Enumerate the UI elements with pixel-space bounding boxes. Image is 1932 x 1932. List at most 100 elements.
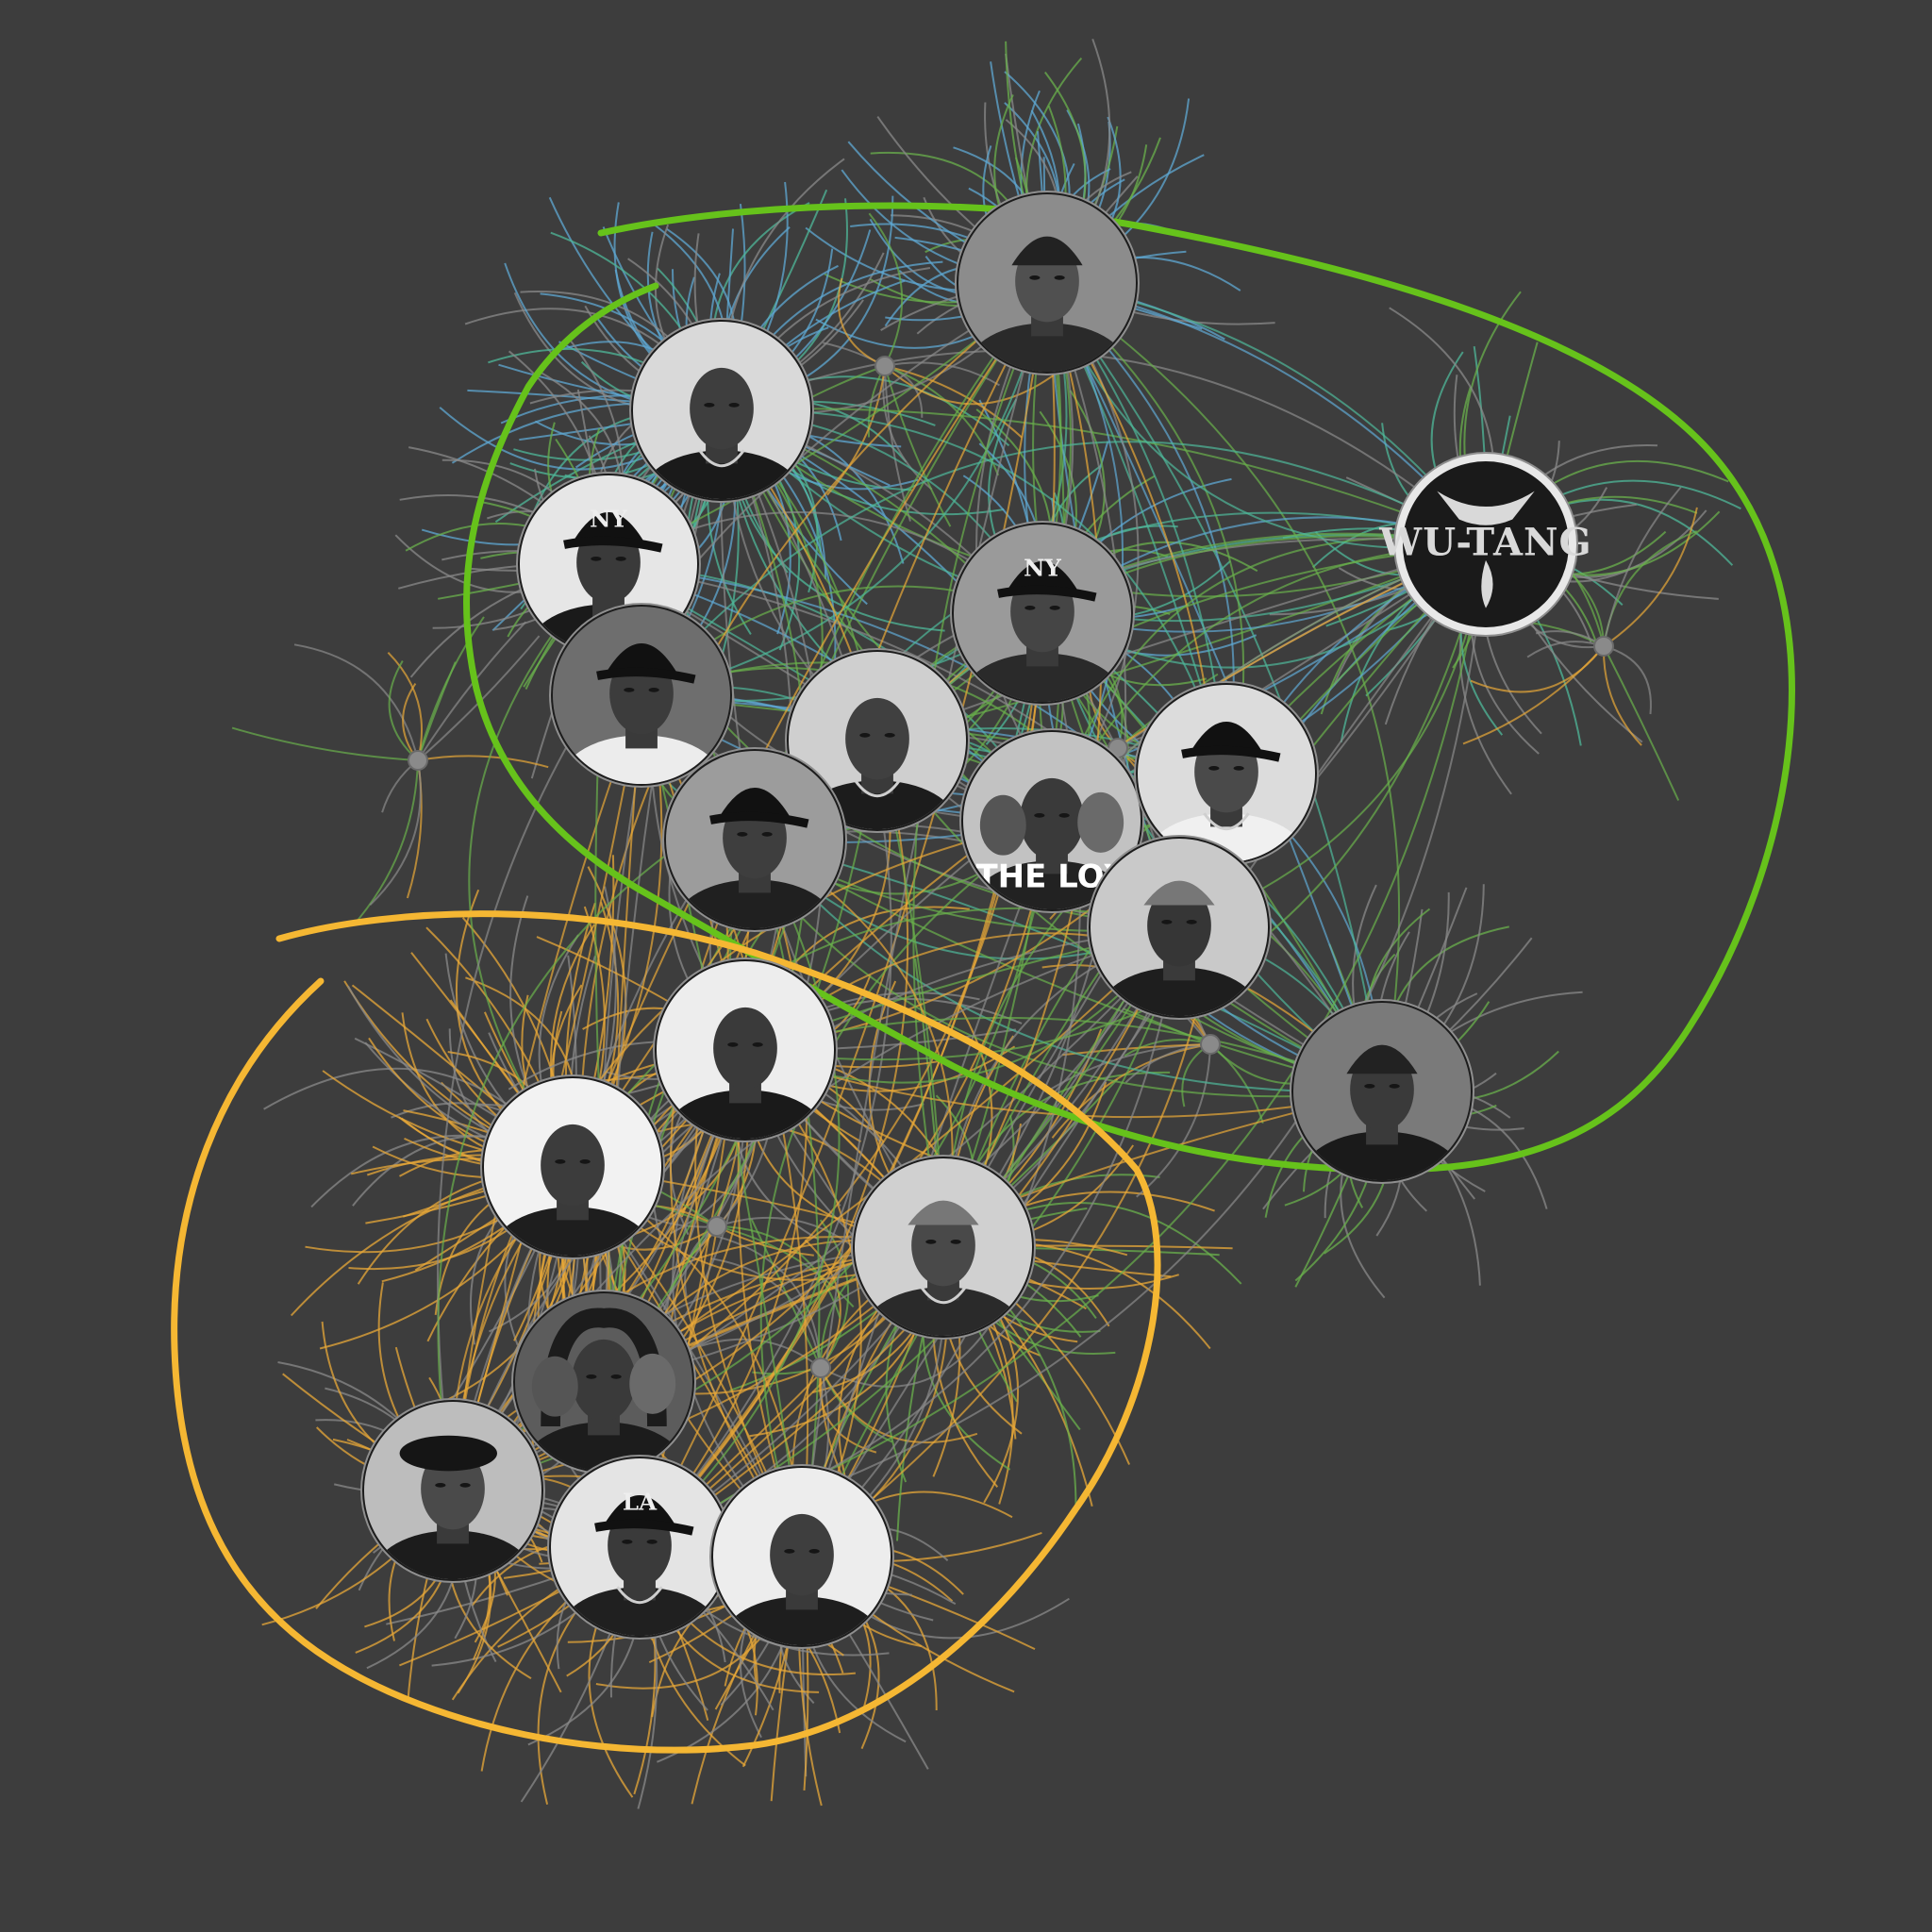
artist-node-redman[interactable] [1290, 999, 1474, 1220]
edge-hub [369, 759, 422, 907]
edge-hub [1603, 645, 1680, 801]
wu-logo-icon [1437, 491, 1535, 525]
portrait-photo [855, 1158, 1032, 1336]
portrait-photo: LA [551, 1458, 728, 1636]
west-coast-cluster-outline [171, 910, 1161, 1754]
hub-node [707, 1216, 727, 1237]
artist-node-jadakiss[interactable] [549, 603, 734, 824]
artist-node-kurupt[interactable] [360, 1398, 545, 1619]
portrait-photo [484, 1078, 661, 1256]
portrait-photo [657, 961, 834, 1139]
edge-link [603, 694, 642, 1383]
edge-link [744, 932, 1383, 1092]
edge-link [468, 563, 609, 1168]
edge-link [603, 409, 825, 1383]
edge-hub [388, 659, 419, 761]
edge-link [639, 282, 1127, 1548]
edge-link [639, 409, 892, 1548]
logo-disc [1403, 461, 1569, 627]
edge-hub [1061, 1043, 1211, 1057]
edge-link [1046, 282, 1401, 1092]
edge-hub [820, 1325, 991, 1388]
edge-hub [884, 365, 1057, 406]
edge-hub [1051, 1043, 1211, 1139]
artist-node-kanye[interactable] [629, 318, 814, 539]
edge-link [754, 839, 1383, 1092]
portrait-photo [364, 1402, 541, 1579]
hub-node [810, 1357, 831, 1378]
edge-link [639, 839, 841, 1548]
edge-hub [1603, 486, 1682, 647]
wu-tang-logo-text: WU-TANG [1378, 520, 1591, 564]
artist-node-nas[interactable]: NY [950, 521, 1135, 741]
edge-hub [1470, 645, 1605, 693]
edge-hub [868, 212, 904, 367]
cap-logo: NY [1024, 555, 1061, 582]
edge-hub [838, 277, 886, 367]
artist-node-la[interactable]: LA [547, 1455, 732, 1675]
edge-link [721, 408, 1487, 545]
west-coast-outline-gap [217, 984, 321, 1151]
edge-link [639, 409, 909, 1548]
wu-logo-tail [1481, 559, 1493, 608]
artist-node-biggie[interactable] [1087, 835, 1272, 1056]
hub-node [1593, 636, 1614, 657]
artist-node-common[interactable] [955, 191, 1140, 411]
edge-hub [417, 755, 549, 769]
edge-hub [1603, 507, 1698, 647]
edge-link [641, 282, 1048, 696]
edge-hub [1603, 530, 1698, 647]
artist-node-tupac[interactable] [851, 1155, 1036, 1375]
edge-link [639, 839, 808, 1548]
portrait-photo [666, 751, 843, 928]
edge-hub [818, 1367, 877, 1454]
edge-hub [1209, 1043, 1264, 1124]
edge-link [721, 408, 1227, 774]
edge-link [641, 441, 1487, 696]
edge-link [759, 820, 1053, 1557]
cap-logo: LA [623, 1489, 658, 1516]
edge-hub [884, 365, 1000, 476]
edge-link [452, 820, 1053, 1491]
edge-link [639, 282, 1048, 1548]
artist-node-jayz[interactable] [785, 648, 970, 869]
edge-hub [1602, 645, 1642, 746]
hub-node [408, 750, 428, 771]
edge-hub [293, 643, 419, 761]
edge-hub [826, 365, 886, 496]
edge-link [669, 839, 803, 1557]
edge-link [754, 839, 1383, 1092]
edge-hub [716, 1225, 814, 1257]
edge-link [639, 543, 1487, 1548]
cap-logo: NY [590, 506, 627, 533]
portrait-photo [1091, 839, 1268, 1016]
artist-node-snoop[interactable] [480, 1074, 665, 1295]
portrait-photo [553, 607, 730, 784]
edge-hub [1462, 645, 1605, 745]
edge-hub [417, 621, 527, 761]
edge-hub [884, 365, 952, 527]
portrait-photo: NY [954, 525, 1131, 702]
edge-hub [354, 759, 419, 924]
edge-hub [884, 365, 1023, 439]
artist-node-cent50[interactable] [662, 747, 847, 968]
artist-node-wutang[interactable]: WU-TANG [1378, 452, 1591, 637]
edge-hub [387, 651, 424, 761]
portrait-photo [713, 1468, 891, 1645]
portrait-photo [633, 322, 810, 499]
edge-link [639, 282, 1056, 1548]
edge-hub [406, 759, 423, 899]
artist-node-dre[interactable] [653, 958, 838, 1178]
edge-link [639, 543, 1487, 1548]
hub-node [1200, 1034, 1221, 1055]
hub-node [874, 356, 895, 376]
edge-hub [1136, 1043, 1211, 1198]
edge-hub [231, 726, 419, 761]
artist-node-nate[interactable] [709, 1464, 894, 1685]
portrait-photo [958, 194, 1136, 372]
edge-link [437, 282, 1048, 1491]
portrait-photo [1293, 1003, 1471, 1180]
